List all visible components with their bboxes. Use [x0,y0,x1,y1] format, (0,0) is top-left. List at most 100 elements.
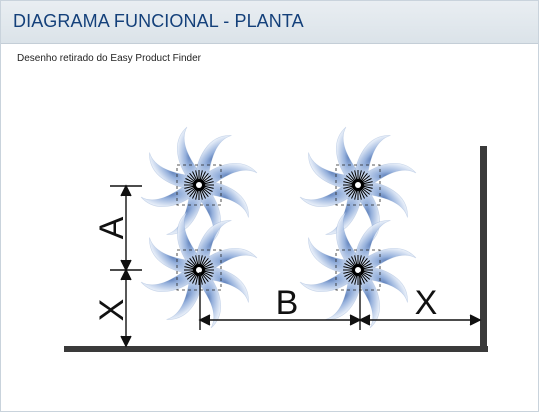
motor-spoke [351,274,357,284]
motor-spoke [345,272,355,280]
fan-blade [201,265,249,303]
motor-spoke [345,260,355,268]
motor-spoke [202,260,212,268]
motor-spoke [184,185,195,189]
motor-spoke [185,178,195,184]
motor-spoke [361,260,371,268]
motor-spoke [359,189,365,199]
motor-spoke [185,263,195,269]
motor-spoke [360,257,368,267]
side-wall [480,146,487,352]
dimension-x-right [358,314,482,326]
motor-spoke [200,274,206,284]
motor-spoke [202,187,212,195]
fan-blade [166,187,204,235]
motor-spoke [192,171,198,181]
motor-spoke [200,171,206,181]
motor-spoke [184,266,195,270]
motor-spoke [200,256,206,266]
fan-hub-center [196,267,202,273]
fan-blade [308,237,356,275]
fan-blade [201,180,249,218]
motor-spoke [351,256,357,266]
motor-spoke [343,185,354,189]
panel-header: DIAGRAMA FUNCIONAL - PLANTA [1,1,538,44]
dimension-x-left [120,268,132,348]
fan-blade [149,237,197,275]
motor-spoke [345,187,355,195]
motor-spoke [361,187,371,195]
motor-spoke [348,257,356,267]
fan-blade [308,152,356,190]
fan-bottom-right [299,211,417,329]
motor-spoke [362,271,372,277]
motor-spoke [186,260,196,268]
motor-spoke [203,181,214,185]
fan-bottom-left [140,211,258,329]
motor-spoke [360,172,368,182]
motor-spoke [361,272,371,280]
fan-top-right [299,126,417,244]
motor-spoke [358,189,362,200]
motor-spoke [362,185,373,189]
motor-spoke [202,175,212,183]
floor-wall [64,346,488,352]
motor-spoke [362,181,373,185]
motor-spoke [189,172,197,182]
motor-spoke [203,266,214,270]
fan-blade [353,135,391,183]
motor-spoke [359,256,365,266]
motor-spoke [202,272,212,280]
motor-spoke [358,170,362,181]
motor-spoke [343,266,354,270]
motor-spoke [362,266,373,270]
motor-spoke [203,271,213,277]
motor-spoke [354,274,358,285]
motor-spoke [343,270,354,274]
motor-spoke [362,178,372,184]
motor-spoke [199,255,203,266]
label-x-left: X [93,299,131,322]
motor-spoke [184,181,195,185]
fan-hub-center [355,182,361,188]
motor-spoke [203,178,213,184]
motor-spoke [195,189,199,200]
motor-spoke [200,189,206,199]
fan-blade [360,180,408,218]
fan-hub-center [196,182,202,188]
motor-spoke [354,189,358,200]
motor-spoke [189,188,197,198]
motor-spoke [203,186,213,192]
motor-spoke [362,186,372,192]
motor-spoke [359,171,365,181]
fan-blade [166,272,204,320]
source-caption: Desenho retirado do Easy Product Finder [17,53,201,64]
motor-spoke [344,263,354,269]
motor-spoke [186,175,196,183]
motor-spoke [344,178,354,184]
motor-spoke [360,188,368,198]
motor-spoke [201,273,209,283]
motor-spoke [203,185,214,189]
motor-spoke [195,274,199,285]
fan-blade [325,187,363,235]
fan-blade [194,220,232,268]
fan-blade [360,265,408,303]
motor-spoke [362,263,372,269]
panel-title: DIAGRAMA FUNCIONAL - PLANTA [13,11,304,31]
motor-spoke [361,175,371,183]
fan-blade [353,220,391,268]
motor-spoke [354,170,358,181]
label-x-right: X [415,284,438,322]
motor-spoke [201,172,209,182]
motor-spoke [348,188,356,198]
fan-blade [194,135,232,183]
motor-spoke [345,175,355,183]
motor-spoke [343,181,354,185]
motor-spoke [201,257,209,267]
motor-spoke [201,188,209,198]
motor-spoke [192,256,198,266]
motor-spoke [195,170,199,181]
